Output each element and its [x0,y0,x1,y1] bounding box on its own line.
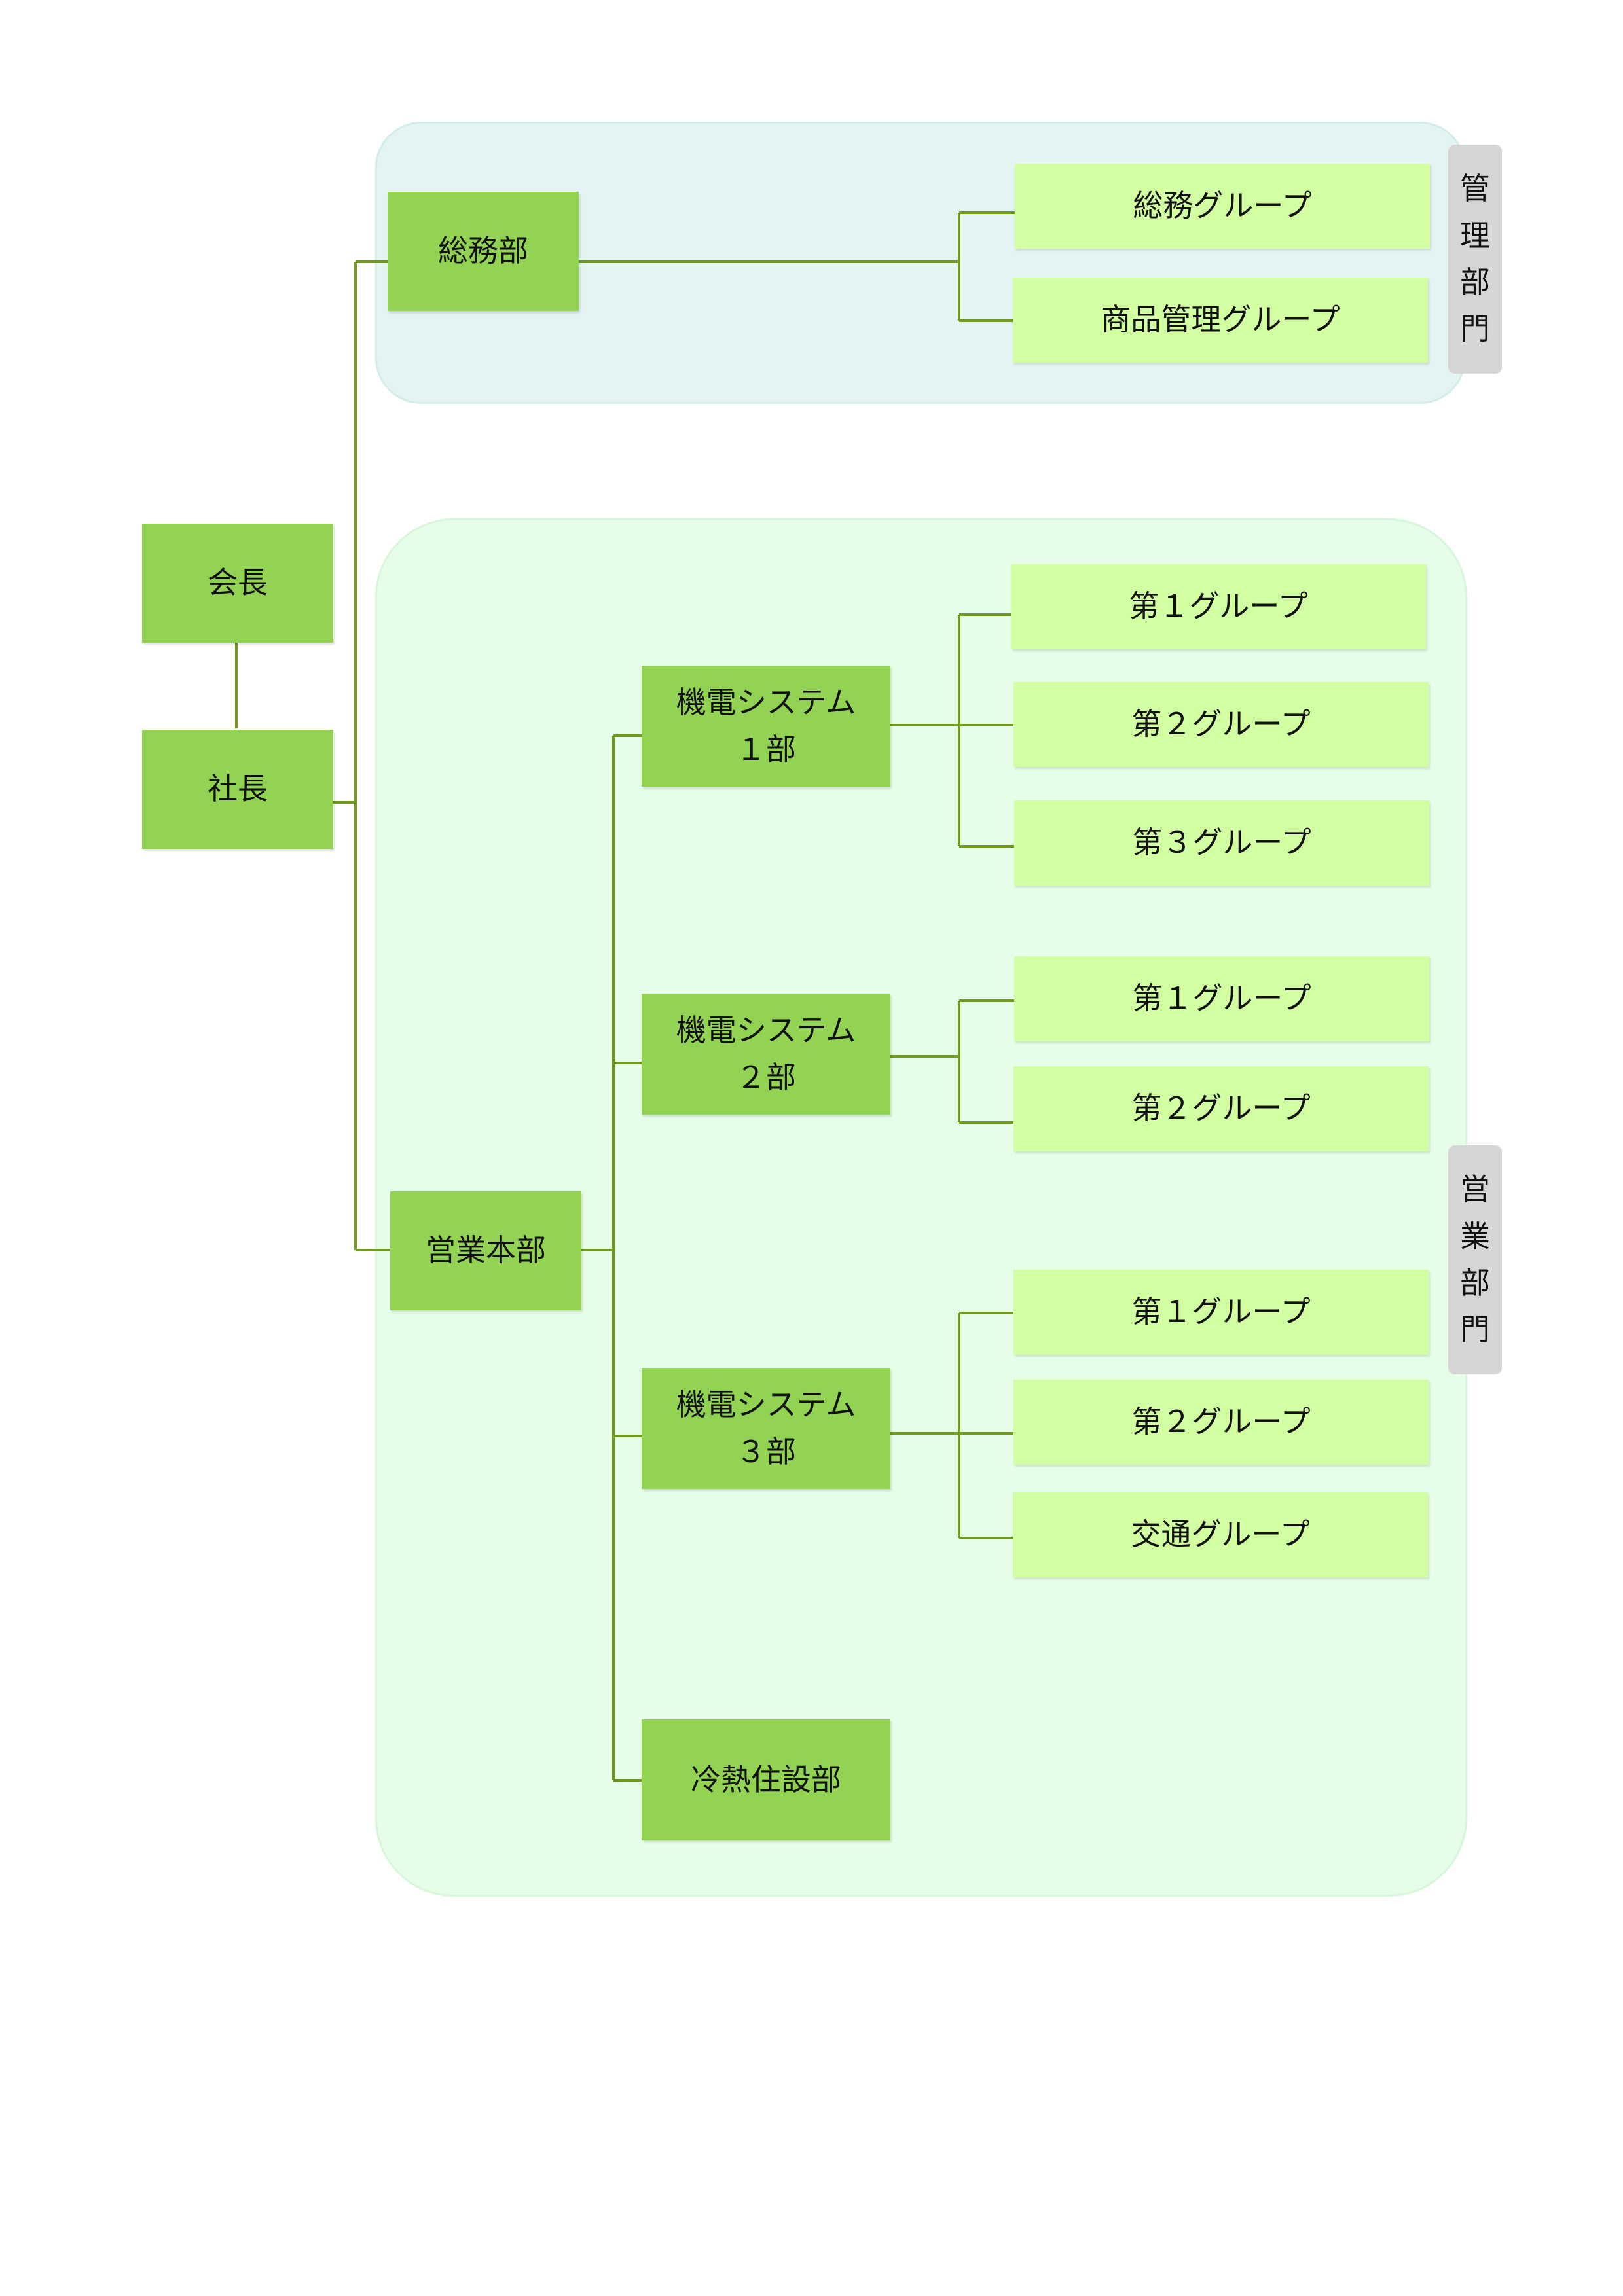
node-reinetsu-jusetsu: 冷熱住設部 [642,1719,890,1840]
connector-kiden2-groups [890,999,1014,1124]
node-kiden-system-3: 機電システム ３部 [642,1368,890,1489]
node-president: 社長 [142,730,333,849]
node-kiden1-group-1: 第１グループ [1011,564,1426,649]
connector-general-affairs-groups [579,211,1015,322]
node-kiden-system-1: 機電システム １部 [642,666,890,787]
connector-sales-hq-trunk [581,734,642,1782]
connector-kiden1-groups [890,613,1014,848]
node-kiden1-group-2: 第２グループ [1013,682,1429,767]
connector-president-trunk [333,260,390,1251]
node-kiden-system-2: 機電システム ２部 [642,994,890,1115]
admin-division-label: 管 理 部 門 [1448,145,1502,374]
node-general-affairs: 総務部 [388,192,579,311]
node-general-affairs-group: 総務グループ [1015,164,1430,249]
node-kiden3-traffic-group: 交通グループ [1013,1492,1428,1577]
node-kiden2-group-1: 第１グループ [1014,956,1429,1041]
node-chairman: 会長 [142,524,333,643]
node-kiden2-group-2: 第２グループ [1013,1066,1429,1151]
node-kiden1-group-3: 第３グループ [1014,800,1429,886]
sales-division-label: 営 業 部 門 [1448,1145,1502,1374]
node-kiden3-group-2: 第２グループ [1013,1380,1429,1465]
node-kiden3-group-1: 第１グループ [1013,1270,1429,1355]
node-sales-headquarters: 営業本部 [390,1191,581,1310]
node-product-management-group: 商品管理グループ [1013,278,1428,363]
connector-kiden3-groups [890,1312,1013,1539]
